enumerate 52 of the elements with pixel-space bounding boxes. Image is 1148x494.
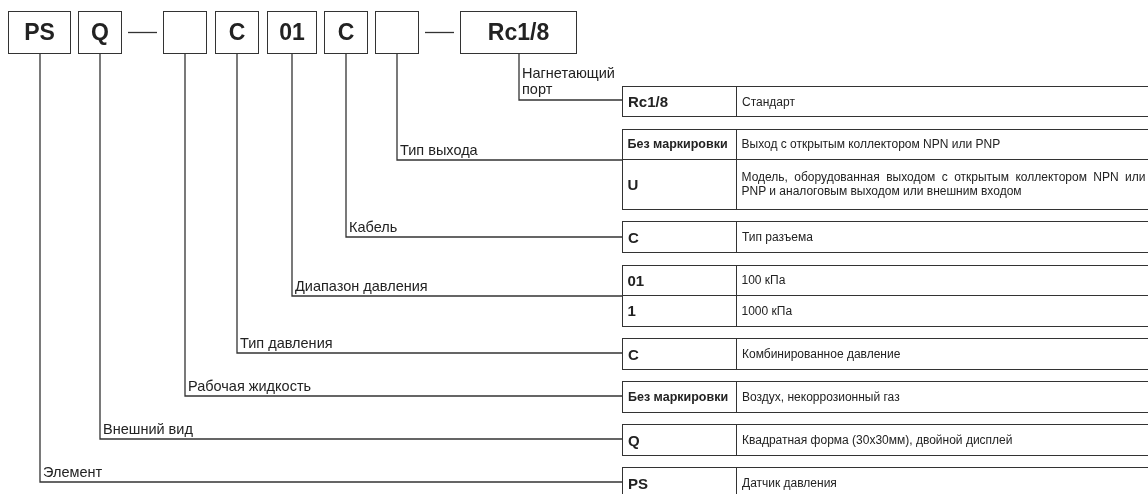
code-cell: C — [623, 222, 737, 252]
empty-code-box — [163, 11, 207, 54]
leader-line — [345, 53, 623, 238]
edge-label: Тип давления — [240, 335, 333, 351]
description-cell-text: Стандарт — [741, 93, 796, 111]
table-row — [622, 86, 1148, 117]
empty-code-box — [375, 11, 419, 54]
edge-label: Внешний вид — [103, 421, 193, 437]
code-box: 01 — [267, 11, 317, 54]
description-cell-text: 100 кПа — [740, 272, 787, 289]
code-cell: C — [623, 339, 737, 369]
table-row — [622, 467, 1148, 494]
edge-label: Тип выхода — [400, 142, 478, 158]
table-row — [622, 338, 1148, 370]
table-row — [622, 381, 1148, 413]
separator-dash — [424, 31, 455, 34]
code-cell: Без маркировки — [623, 382, 737, 412]
leader-line — [518, 53, 623, 101]
code-cell: Q — [623, 425, 737, 455]
table-row — [622, 424, 1148, 456]
description-cell-text: 1000 кПа — [740, 302, 794, 320]
leader-line — [39, 53, 623, 483]
code-cell: U — [622, 159, 737, 209]
separator-dash — [127, 31, 158, 34]
code-box: C — [215, 11, 259, 54]
description-cell-text: Комбинированное давление — [741, 346, 902, 363]
leader-line — [291, 53, 623, 297]
edge-label: Нагнетающий порт — [522, 65, 616, 97]
leader-line — [99, 53, 623, 440]
description-cell-text: Модель, оборудованная выходом с открытым коллектором NPN или PNP и аналоговым выходом или внешним входом — [740, 169, 1147, 200]
edge-label: Элемент — [43, 464, 103, 480]
code-box: C — [324, 11, 368, 54]
leader-line — [396, 53, 623, 161]
edge-label: Диапазон давления — [295, 278, 428, 294]
code-cell: Без маркировки — [622, 129, 737, 159]
code-box: Q — [78, 11, 122, 54]
description-cell-text: Выход с открытым коллектором NPN или PNP — [740, 136, 1002, 153]
description-cell-text: Воздух, некоррозионный газ — [741, 389, 901, 406]
description-cell-text: Квадратная форма (30x30мм), двойной дисплей — [741, 432, 1014, 449]
edge-label: Кабель — [349, 219, 398, 235]
leader-line — [184, 53, 623, 397]
code-cell: 1 — [622, 295, 737, 326]
code-cell: PS — [623, 468, 737, 494]
leader-line — [236, 53, 623, 354]
description-cell-text: Тип разъема — [741, 229, 814, 246]
code-box: PS — [8, 11, 71, 54]
table-row — [622, 221, 1148, 253]
code-box: Rc1/8 — [460, 11, 577, 54]
description-cell-text: Датчик давления — [741, 475, 838, 492]
code-cell: Rc1/8 — [623, 87, 737, 116]
edge-label: Рабочая жидкость — [188, 378, 312, 394]
code-cell: 01 — [622, 265, 737, 295]
